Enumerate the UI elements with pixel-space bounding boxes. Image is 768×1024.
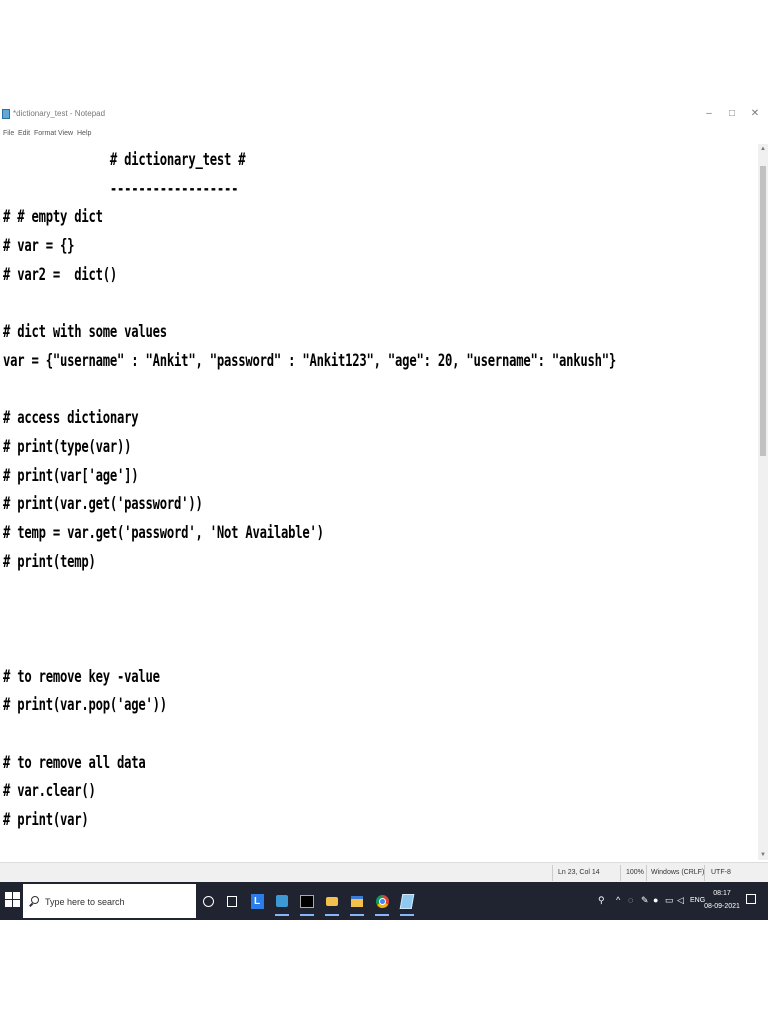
code-line: # print(var.pop('age')) xyxy=(2,695,167,715)
code-line: # access dictionary xyxy=(2,408,139,428)
notepad-icon xyxy=(2,109,10,119)
scroll-down-icon[interactable]: ▼ xyxy=(760,852,766,858)
notepad-taskbar-icon[interactable] xyxy=(399,892,415,916)
vscode-icon[interactable] xyxy=(274,892,290,916)
menu-help[interactable]: Help xyxy=(77,130,92,137)
file-explorer-icon[interactable] xyxy=(349,892,365,916)
window-title: *dictionary_test - Notepad xyxy=(13,109,106,118)
code-line: # dictionary_test # xyxy=(2,150,246,169)
mail-icon[interactable] xyxy=(324,892,340,916)
code-line: # print(var.get('password')) xyxy=(2,494,203,514)
cortana-icon[interactable] xyxy=(200,892,216,910)
menu-format[interactable]: Format xyxy=(34,130,57,137)
text-editor[interactable]: # dictionary_test # ------------------ # … xyxy=(0,144,755,860)
menu-file[interactable]: File xyxy=(3,130,15,137)
status-bar: Ln 23, Col 14 100% Windows (CRLF) UTF-8 xyxy=(0,862,768,883)
language-indicator[interactable]: ENG xyxy=(690,897,706,904)
minimize-button[interactable]: – xyxy=(706,108,712,119)
menu-edit[interactable]: Edit xyxy=(18,130,31,137)
code-line: # dict with some values xyxy=(2,322,167,342)
l-app-icon[interactable]: L xyxy=(249,892,265,910)
encoding: UTF-8 xyxy=(711,869,731,876)
code-line: # temp = var.get('password', 'Not Availa… xyxy=(2,523,324,543)
search-icon xyxy=(31,896,39,904)
code-line: # var2 = dict() xyxy=(2,264,118,284)
clock[interactable]: 08:17 08-09-2021 xyxy=(704,887,740,913)
code-line: # print(var['age']) xyxy=(2,465,139,485)
cursor-position: Ln 23, Col 14 xyxy=(558,869,600,876)
notepad-window: *dictionary_test - Notepad – □ ✕ File Ed… xyxy=(0,104,768,883)
clock-date: 08-09-2021 xyxy=(704,903,740,910)
close-button[interactable]: ✕ xyxy=(750,108,760,119)
security-icon[interactable]: ● xyxy=(653,895,659,905)
search-placeholder: Type here to search xyxy=(45,897,125,907)
chrome-icon[interactable] xyxy=(374,892,390,916)
scroll-thumb[interactable] xyxy=(760,166,766,456)
code-line: # to remove key -value xyxy=(2,666,160,686)
notification-icon[interactable] xyxy=(746,894,756,904)
code-line: ------------------ xyxy=(2,178,239,198)
code-line: # print(temp) xyxy=(2,551,96,571)
volume-icon[interactable]: ◁ xyxy=(677,895,684,905)
scroll-up-icon[interactable]: ▲ xyxy=(760,146,766,152)
task-view-icon[interactable] xyxy=(224,892,240,910)
code-line: # to remove all data xyxy=(2,752,146,772)
menu-bar: File Edit Format View Help xyxy=(0,126,768,142)
code-line: var = {"username" : "Ankit", "password" … xyxy=(2,350,617,370)
code-line: # var = {} xyxy=(2,236,75,256)
sync-icon[interactable]: ◌ xyxy=(628,895,634,905)
vertical-scrollbar[interactable]: ▲ ▼ xyxy=(758,144,768,860)
network-icon[interactable]: ▭ xyxy=(665,895,674,905)
people-icon[interactable]: ⚲ xyxy=(598,895,605,905)
code-line: # print(type(var)) xyxy=(2,437,132,456)
pen-icon[interactable]: ✎ xyxy=(641,895,649,905)
terminal-icon[interactable] xyxy=(299,892,315,916)
chevron-up-icon[interactable]: ^ xyxy=(616,895,621,905)
maximize-button[interactable]: □ xyxy=(728,108,736,119)
code-line: # var.clear() xyxy=(2,781,96,801)
title-bar[interactable]: *dictionary_test - Notepad – □ ✕ xyxy=(0,104,768,126)
windows-start-icon[interactable] xyxy=(5,892,21,908)
zoom-level: 100% xyxy=(626,869,644,876)
code-line: # print(var) xyxy=(2,810,89,830)
code-line: # # empty dict xyxy=(2,207,103,227)
menu-view[interactable]: View xyxy=(58,130,74,137)
clock-time: 08:17 xyxy=(713,890,731,897)
taskbar-search-box[interactable]: Type here to search xyxy=(23,884,196,918)
line-ending: Windows (CRLF) xyxy=(651,869,705,876)
taskbar: Type here to search L ⚲ ^ ◌ ✎ ● ▭ ◁ ENG xyxy=(0,882,768,920)
